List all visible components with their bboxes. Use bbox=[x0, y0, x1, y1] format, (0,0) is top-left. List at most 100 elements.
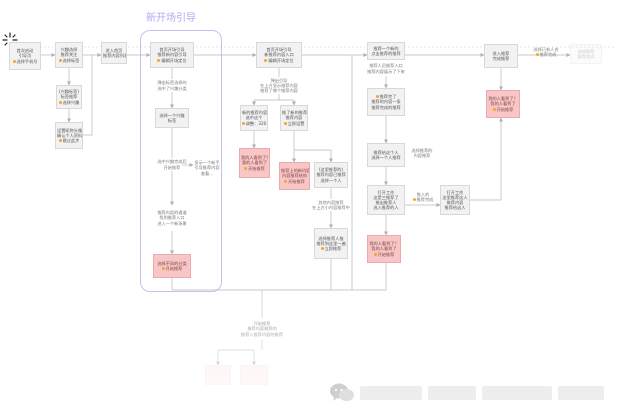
flow-step-highlight: 我的人看到了？我的人看到了开始推荐 bbox=[239, 148, 270, 178]
node-action-label: 编辑开场定位 bbox=[161, 57, 187, 63]
node-action-label: 开始推荐 bbox=[165, 266, 183, 271]
status-dot-icon bbox=[241, 121, 245, 125]
node-text-line: 首页开场引导 bbox=[159, 47, 185, 53]
flow-step: 推荐一个新的点击推荐的推荐 bbox=[367, 42, 405, 60]
node-text-line: 选入推荐的人 bbox=[373, 205, 399, 211]
node-text-line: 开始推荐 bbox=[163, 164, 181, 170]
node-action-row: 调整：320 bbox=[241, 120, 267, 126]
node-action-label: 立即推荐 bbox=[324, 246, 342, 252]
wechat-icon bbox=[330, 383, 354, 401]
watermark-text-block bbox=[558, 386, 604, 400]
node-text-line: 选择一个人推荐 bbox=[371, 155, 401, 160]
node-text-line: 推荐给这个人 bbox=[373, 149, 399, 155]
node-action-row: 推荐完了 bbox=[369, 94, 403, 99]
node-text-line: 选中兴趣完成后 bbox=[157, 159, 187, 165]
node-text-line: 选择一个人 bbox=[320, 177, 342, 183]
node-text-line: 推出推荐人 bbox=[375, 200, 397, 205]
flow-step: (这里推荐的)推荐内容已推荐选择一个人 bbox=[314, 162, 348, 188]
status-dot-icon bbox=[58, 139, 62, 143]
watermark-text-block bbox=[360, 386, 422, 400]
node-action-row: 立即设置 bbox=[282, 121, 306, 126]
flow-step: (兴趣标签)标签推荐选择兴趣 bbox=[56, 85, 82, 109]
flow-step: 首次启动引导页选择手机号 bbox=[9, 42, 41, 70]
node-action-row: 选择兴趣 bbox=[58, 100, 80, 105]
node-action-row: 开始推荐 bbox=[155, 266, 189, 271]
node-text-line: 推荐关注 bbox=[60, 52, 78, 58]
flow-step: 选择一个兴趣标签 bbox=[155, 108, 189, 128]
status-dot-icon bbox=[283, 121, 287, 125]
node-text-line: 我的人看到了 bbox=[241, 160, 268, 166]
node-action-label: 选择手机号 bbox=[16, 58, 38, 64]
node-action-row: 编辑开场定位 bbox=[258, 58, 300, 63]
node-text-line: 选择已有人合 bbox=[533, 46, 559, 52]
node-action-label: 开始推荐 bbox=[288, 178, 305, 184]
flow-note: 推荐人员推荐入口推荐内容展示了下来 bbox=[364, 62, 408, 75]
watermark-text-block bbox=[428, 386, 476, 400]
node-action-row: 选择标签 bbox=[57, 58, 81, 63]
node-text-line: 推荐内容展示了下来 bbox=[367, 68, 405, 74]
flow-note: 弹出标签选择的选中了兴趣分类 bbox=[150, 79, 194, 92]
flow-note: 推荐内容的通道找到推荐入口进入一个新场景 bbox=[151, 205, 193, 231]
node-text-line: 推荐一个新的 bbox=[373, 45, 399, 51]
node-text-line: 选择推荐的 bbox=[411, 147, 433, 153]
connector-line bbox=[294, 149, 333, 163]
node-text-line: 选中这个 bbox=[245, 115, 263, 121]
node-action-label: 推荐完成 bbox=[416, 197, 434, 202]
node-text-line: 我的人看到了？ bbox=[241, 155, 270, 161]
node-action-row: 推荐完成 bbox=[527, 52, 565, 57]
status-dot-icon bbox=[412, 198, 416, 202]
node-action-label: 推荐完了 bbox=[379, 94, 397, 100]
node-text-line: 我的人看到了？ bbox=[369, 241, 399, 247]
node-text-line: 这是三推荐了 bbox=[373, 194, 399, 200]
node-text-line: 打开工作 bbox=[377, 189, 395, 195]
node-text-line: 推荐内容的通道 bbox=[157, 210, 187, 216]
node-text-line: 推荐到这里一遍 bbox=[316, 240, 346, 246]
node-text-line: 推荐人员推荐入口 bbox=[369, 63, 403, 69]
flow-step: 兴趣选择推荐关注选择标签 bbox=[55, 42, 83, 68]
node-text-line: 这里推荐这人 bbox=[442, 194, 468, 200]
flow-note: 显示一个新手引导推荐内容查看... bbox=[193, 159, 221, 177]
node-text-line: 推荐完成 bbox=[577, 54, 595, 59]
node-text-line: 推荐内容已推荐 bbox=[316, 172, 346, 178]
flow-step: 推荐给这个人选择一个人推荐 bbox=[367, 143, 405, 167]
node-text-line: 打开工作 bbox=[446, 189, 464, 195]
node-text-line: 推入的 bbox=[416, 191, 430, 197]
status-dot-icon bbox=[375, 95, 379, 99]
status-dot-icon bbox=[12, 59, 16, 63]
node-text-line: 推荐了哪个推荐内容 bbox=[260, 88, 298, 94]
node-text-line: 进入首页 bbox=[105, 47, 123, 53]
node-text-line: 进入推荐 bbox=[492, 50, 510, 56]
flow-note: 选中兴趣完成后开始推荐 bbox=[150, 158, 194, 171]
status-dot-icon bbox=[244, 166, 248, 170]
status-dot-icon bbox=[264, 58, 268, 62]
status-dot-icon bbox=[157, 58, 161, 62]
node-action-row: 开始推荐 bbox=[241, 166, 268, 171]
node-text-line: 内容推荐 bbox=[413, 153, 431, 158]
node-text-line: 完成推荐 bbox=[492, 56, 510, 61]
flow-note: 弹出引导在上方显示推荐内容推荐了哪个推荐内容 bbox=[247, 77, 311, 94]
node-text-line: 在上方显示推荐内容 bbox=[260, 82, 298, 88]
node-text-line: 推荐的内容一条 bbox=[371, 99, 401, 105]
node-action-row: 开始推荐 bbox=[281, 179, 308, 184]
node-action-row: 跳过此步 bbox=[57, 138, 81, 143]
node-text-line: 其他内容推荐 bbox=[318, 199, 344, 205]
node-action-row: 选择手机号 bbox=[11, 59, 39, 64]
node-text-line: 弹出引导 bbox=[270, 77, 288, 83]
watermark-text-block bbox=[482, 386, 552, 400]
status-dot-icon bbox=[58, 58, 62, 62]
node-text-line: 引导页 bbox=[18, 53, 32, 59]
node-text-line: 进入一个新场景 bbox=[157, 220, 187, 226]
node-action-row: 编辑开场定位 bbox=[152, 58, 192, 63]
status-dot-icon bbox=[373, 252, 377, 256]
node-action-label: 开始推荐 bbox=[496, 106, 514, 112]
connector-line bbox=[470, 117, 503, 201]
flow-step-highlight: 推荐上的新内容内容推荐给你开始推荐 bbox=[279, 162, 310, 190]
flow-note: 选择推荐的内容推荐 bbox=[407, 147, 437, 159]
node-action-label: 推荐完成 bbox=[539, 52, 557, 57]
flow-note: 其他内容推荐在上方小内容推荐中 bbox=[311, 199, 351, 211]
node-action-label: 调整：320 bbox=[245, 120, 267, 126]
node-text-line: 推荐上的新内容 bbox=[281, 168, 310, 174]
node-text-line: 我的人看到了 bbox=[371, 246, 397, 252]
flow-step: 推荐完了推荐的内容一条推荐完成的推荐 bbox=[367, 88, 405, 116]
